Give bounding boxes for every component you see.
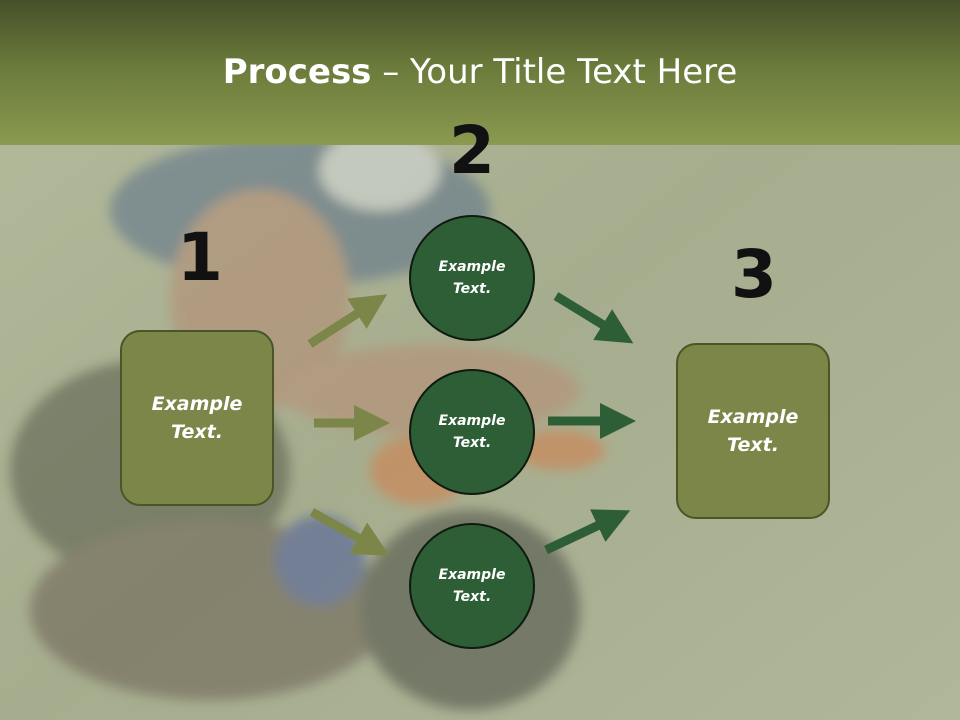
circle-top-text: Example Text.	[438, 258, 506, 297]
title-bar	[0, 0, 960, 145]
arrow-1-to-bottom	[309, 508, 390, 556]
arrow-1-to-top	[307, 294, 388, 348]
step-3-box: Example Text.	[676, 343, 830, 519]
step-number-2: 2	[449, 112, 495, 189]
title-rest: – Your Title Text Here	[371, 52, 738, 92]
step-number-1: 1	[177, 219, 223, 296]
step-3-text: Example Text.	[707, 405, 799, 457]
circle-middle-text: Example Text.	[438, 412, 506, 451]
step-1-box: Example Text.	[120, 330, 274, 506]
step-2-circle-bottom: Example Text.	[409, 523, 535, 649]
slide-title: Process – Your Title Text Here	[0, 52, 960, 92]
step-2-circle-middle: Example Text.	[409, 369, 535, 495]
step-2-circle-top: Example Text.	[409, 215, 535, 341]
title-bold: Process	[222, 52, 372, 92]
arrow-bottom-to-3	[544, 509, 631, 555]
arrow-top-to-3	[553, 292, 634, 344]
circle-bottom-text: Example Text.	[438, 566, 506, 605]
step-1-text: Example Text.	[151, 392, 243, 444]
step-number-3: 3	[731, 236, 777, 313]
